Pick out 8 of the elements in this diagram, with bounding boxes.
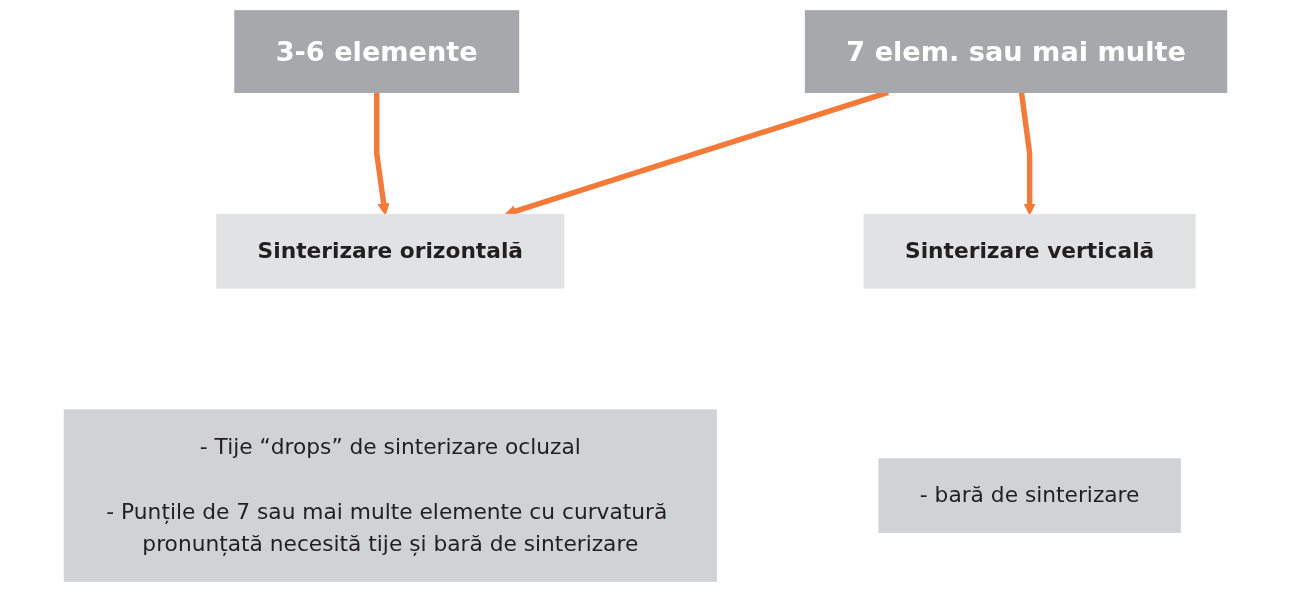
node-box: 7 elem. sau mai multe — [804, 10, 1228, 93]
node-box: 3-6 elemente — [234, 10, 520, 93]
node-box: - bară de sinterizare — [878, 458, 1181, 533]
arrow — [1018, 91, 1036, 216]
arrow — [374, 92, 390, 216]
node-box: Sinterizare verticală — [863, 213, 1196, 289]
node-box: Sinterizare orizontală — [216, 213, 565, 289]
node-box: - Tije “drops” de sinterizare ocluzal - Punțile de 7 sau mai multe elemente cu curvatură pronunțată necesită tije și bară de sinterizare — [63, 409, 717, 582]
